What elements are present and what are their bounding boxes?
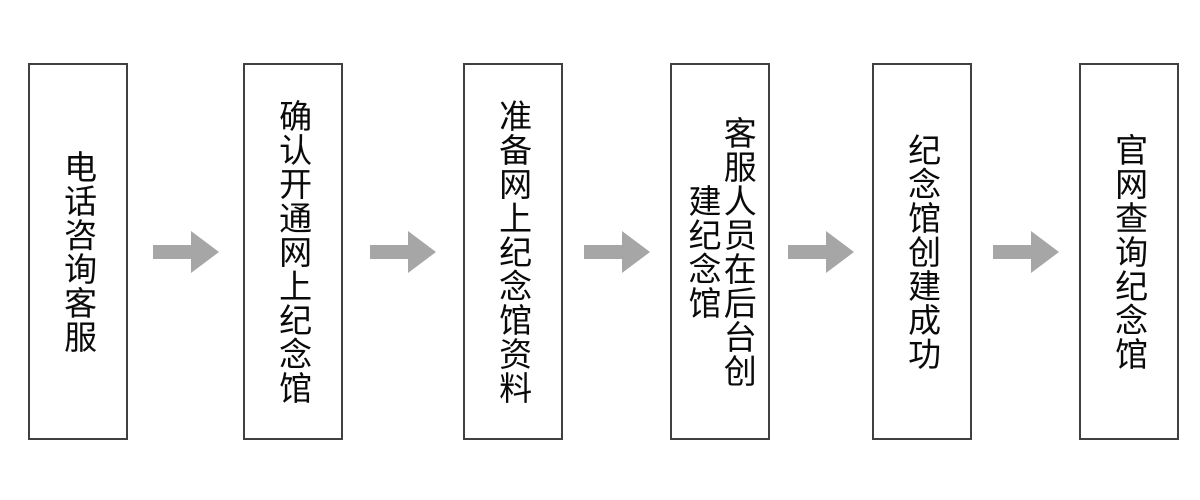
right-block-arrow-icon — [152, 230, 219, 273]
process-box-label-step-4: 客服人员在后台创建纪念馆 — [683, 115, 758, 388]
process-box-label-step-5: 纪念馆创建成功 — [902, 132, 942, 371]
process-box-label-step-3: 准备网上纪念馆资料 — [493, 98, 533, 405]
right-block-arrow-icon — [992, 230, 1059, 273]
connector-3 — [563, 63, 670, 440]
process-box-label-step-6: 官网查询纪念馆 — [1109, 132, 1149, 371]
connector-1 — [128, 63, 243, 440]
process-box-step-1[interactable]: 电话咨询客服 — [28, 63, 128, 440]
right-block-arrow-icon — [788, 230, 854, 273]
process-box-step-6[interactable]: 官网查询纪念馆 — [1079, 63, 1179, 440]
connector-2 — [343, 63, 463, 440]
right-block-arrow-icon — [583, 230, 650, 273]
connector-4 — [770, 63, 872, 440]
process-box-step-2[interactable]: 确认开通网上纪念馆 — [243, 63, 343, 440]
process-box-step-5[interactable]: 纪念馆创建成功 — [872, 63, 972, 440]
process-box-label-step-1: 电话咨询客服 — [58, 149, 98, 354]
process-box-step-3[interactable]: 准备网上纪念馆资料 — [463, 63, 563, 440]
process-box-label-step-2: 确认开通网上纪念馆 — [273, 98, 313, 405]
right-block-arrow-icon — [370, 230, 436, 273]
connector-5 — [972, 63, 1079, 440]
process-box-step-4[interactable]: 客服人员在后台创建纪念馆 — [670, 63, 770, 440]
